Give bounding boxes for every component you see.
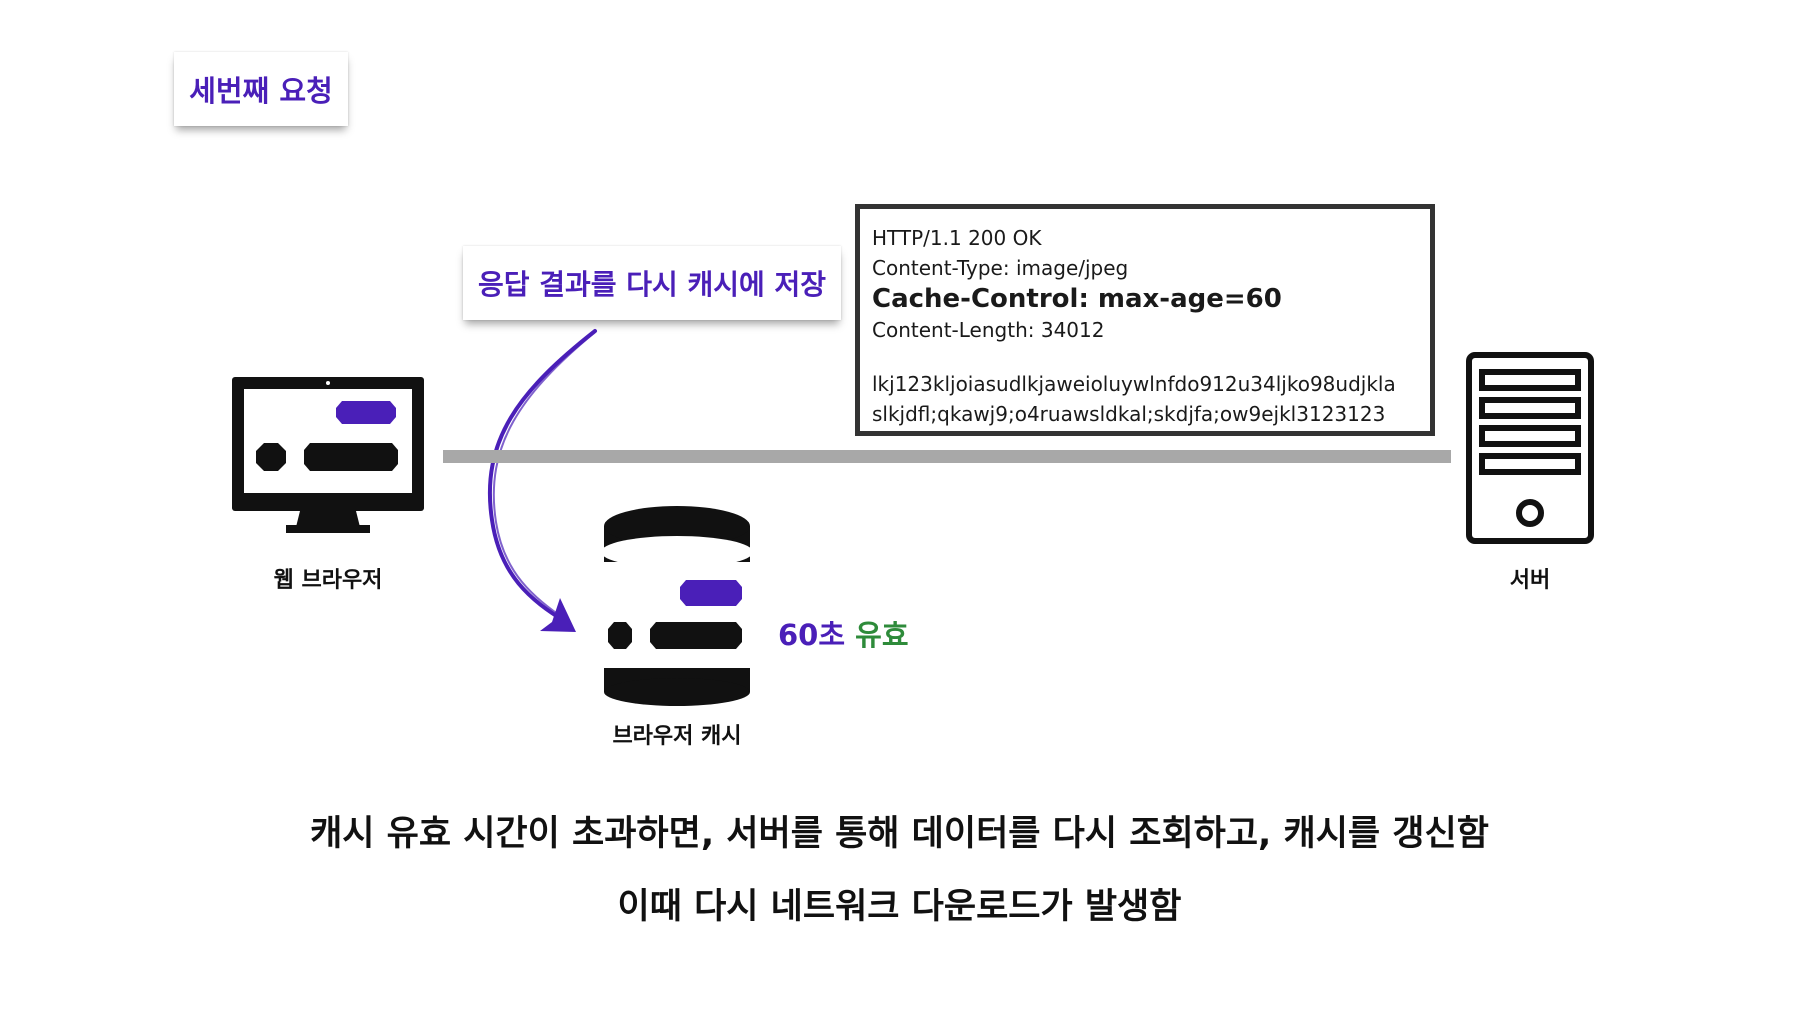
http-response-box: HTTP/1.1 200 OK Content-Type: image/jpeg… — [855, 204, 1435, 436]
monitor-icon — [232, 377, 424, 533]
server-label: 서버 — [1509, 568, 1551, 593]
http-content-type: Content-Type: image/jpeg — [872, 256, 1129, 280]
network-line — [443, 450, 1451, 463]
validity-label: 60초 유효 — [778, 612, 909, 654]
validity-seconds: 60초 — [778, 618, 846, 652]
title-note-text: 세번째 요청 — [189, 74, 333, 108]
saved-note: 응답 결과를 다시 캐시에 저장 — [463, 246, 841, 320]
browser-label: 웹 브라우저 — [273, 568, 383, 593]
http-status-line: HTTP/1.1 200 OK — [872, 226, 1042, 250]
validity-status: 유효 — [855, 618, 909, 652]
database-cylinder-icon — [597, 506, 757, 706]
http-cache-control: Cache-Control: max-age=60 — [872, 284, 1282, 314]
server-tower-icon — [1466, 352, 1594, 544]
http-body-line-1: lkj123kljoiasudlkjaweioluywlnfdo912u34lj… — [872, 372, 1396, 396]
caption-line-2: 이때 다시 네트워크 다운로드가 발생함 — [617, 887, 1182, 927]
http-body-line-2: slkjdfl;qkawj9;o4ruawsldkal;skdjfa;ow9ej… — [872, 402, 1386, 426]
http-content-length: Content-Length: 34012 — [872, 318, 1105, 342]
cache-label: 브라우저 캐시 — [612, 724, 742, 749]
caption-line-1: 캐시 유효 시간이 초과하면, 서버를 통해 데이터를 다시 조회하고, 캐시를… — [310, 814, 1489, 854]
saved-note-text: 응답 결과를 다시 캐시에 저장 — [477, 268, 827, 301]
title-note: 세번째 요청 — [174, 52, 348, 126]
